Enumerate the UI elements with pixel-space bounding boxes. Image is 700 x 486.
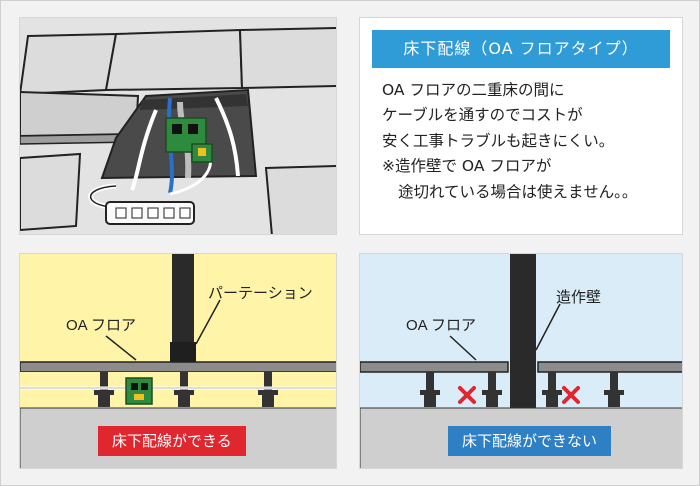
floor-pedestals bbox=[94, 372, 278, 407]
built-wall-label: 造作壁 bbox=[556, 289, 602, 306]
oa-floor-panel bbox=[360, 361, 509, 373]
oa-floor-label: OA フロア bbox=[406, 317, 477, 334]
description-line: OA フロアの二重床の間に bbox=[382, 81, 565, 99]
power-strip-icon bbox=[88, 183, 195, 225]
floor-tile bbox=[264, 165, 336, 234]
oa-floor-label: OA フロア bbox=[66, 317, 137, 334]
built-wall-case-diagram: OA フロア 造作壁 床下配線ができない bbox=[359, 253, 683, 469]
oa-floor-panel bbox=[20, 361, 336, 373]
partition-case-diagram: OA フロア パーテーション 床下配線ができる bbox=[19, 253, 337, 469]
built-wall bbox=[510, 254, 536, 410]
partition-cross-section bbox=[20, 254, 336, 468]
partition bbox=[172, 254, 194, 344]
wiring-impossible-badge: 床下配線ができない bbox=[448, 426, 612, 456]
outlet-box-icon bbox=[165, 117, 213, 163]
floor-tile bbox=[20, 152, 82, 232]
cable bbox=[130, 109, 158, 191]
description-note: 途切れている場合は使えません。。 bbox=[398, 182, 638, 201]
oa-floor-panel bbox=[537, 361, 682, 373]
built-wall-cross-section bbox=[360, 254, 682, 468]
cable bbox=[214, 97, 240, 177]
description-note: ※造作壁で OA フロアが bbox=[382, 157, 552, 176]
floor-tile bbox=[104, 28, 244, 92]
description-line: ケーブルを通すのでコストが bbox=[382, 106, 583, 125]
outlet-box-icon bbox=[125, 377, 153, 405]
floor-tile bbox=[238, 27, 336, 90]
partition-label: パーテーション bbox=[208, 285, 313, 302]
description-text: OA フロアの二重床の間に ケーブルを通すのでコストが 安く工事トラブルも起きに… bbox=[382, 78, 674, 205]
description-panel: 床下配線（OA フロアタイプ） OA フロアの二重床の間に ケーブルを通すのでコ… bbox=[359, 17, 683, 235]
floor-pedestals bbox=[420, 372, 624, 407]
wiring-possible-badge: 床下配線ができる bbox=[98, 426, 246, 456]
floor-opening-illustration bbox=[19, 17, 337, 235]
blocked-x-icon bbox=[562, 386, 580, 404]
section-title: 床下配線（OA フロアタイプ） bbox=[372, 30, 670, 68]
blocked-x-icon bbox=[458, 386, 476, 404]
description-line: 安く工事トラブルも起きにくい。 bbox=[382, 131, 615, 150]
floor-tile bbox=[20, 32, 118, 96]
floor-opening-drawing bbox=[20, 18, 336, 234]
